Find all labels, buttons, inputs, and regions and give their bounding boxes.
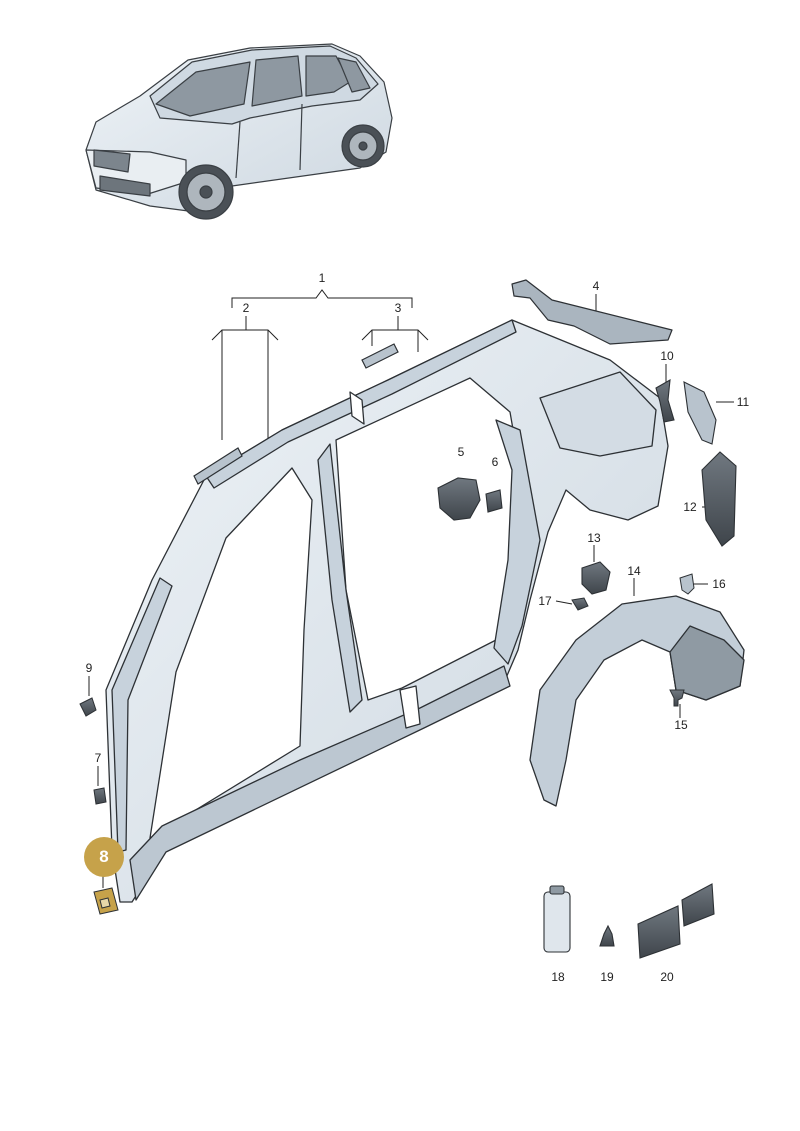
callout-10[interactable]: 10 xyxy=(660,349,674,363)
callout-7[interactable]: 7 xyxy=(94,751,102,765)
callout-8-highlighted[interactable]: 8 xyxy=(84,837,124,877)
callout-1[interactable]: 1 xyxy=(318,271,326,285)
screw-part-15 xyxy=(669,689,685,707)
callout-9[interactable]: 9 xyxy=(85,661,93,675)
callout-5[interactable]: 5 xyxy=(457,445,465,459)
pad-part-20 xyxy=(637,883,715,959)
callout-2[interactable]: 2 xyxy=(242,301,250,315)
callout-4[interactable]: 4 xyxy=(592,279,600,293)
reinforcement-bracket-part xyxy=(511,279,673,345)
roof-strip-part xyxy=(193,447,243,485)
clip-part-6 xyxy=(485,489,503,513)
callout-16[interactable]: 16 xyxy=(712,577,726,591)
panel-part-12 xyxy=(701,451,737,547)
bolt-part-17 xyxy=(571,597,589,611)
clip-part-16 xyxy=(679,573,695,595)
side-panel-part xyxy=(105,319,669,903)
clip-part-9 xyxy=(79,697,97,717)
vehicle-illustration xyxy=(85,43,393,220)
callout-19[interactable]: 19 xyxy=(600,970,614,984)
wheel-arch-liner-part xyxy=(529,595,745,807)
callout-11[interactable]: 11 xyxy=(736,395,750,409)
bracket-part-11 xyxy=(683,381,717,445)
plug-part-19 xyxy=(599,924,615,947)
callout-20[interactable]: 20 xyxy=(660,970,674,984)
callout-14[interactable]: 14 xyxy=(627,564,641,578)
bracket-part-10 xyxy=(655,378,675,423)
bracket-part-8 xyxy=(93,887,119,915)
bracket-part-5 xyxy=(437,477,481,521)
block-part-13 xyxy=(581,561,611,595)
callout-17[interactable]: 17 xyxy=(538,594,552,608)
callout-3[interactable]: 3 xyxy=(394,301,402,315)
sealant-can-part-18 xyxy=(543,885,571,953)
callout-18[interactable]: 18 xyxy=(551,970,565,984)
callout-6[interactable]: 6 xyxy=(491,455,499,469)
callout-13[interactable]: 13 xyxy=(587,531,601,545)
clip-part-7 xyxy=(93,787,107,805)
callout-12[interactable]: 12 xyxy=(683,500,697,514)
callout-15[interactable]: 15 xyxy=(674,718,688,732)
rail-strip-part xyxy=(361,343,399,369)
